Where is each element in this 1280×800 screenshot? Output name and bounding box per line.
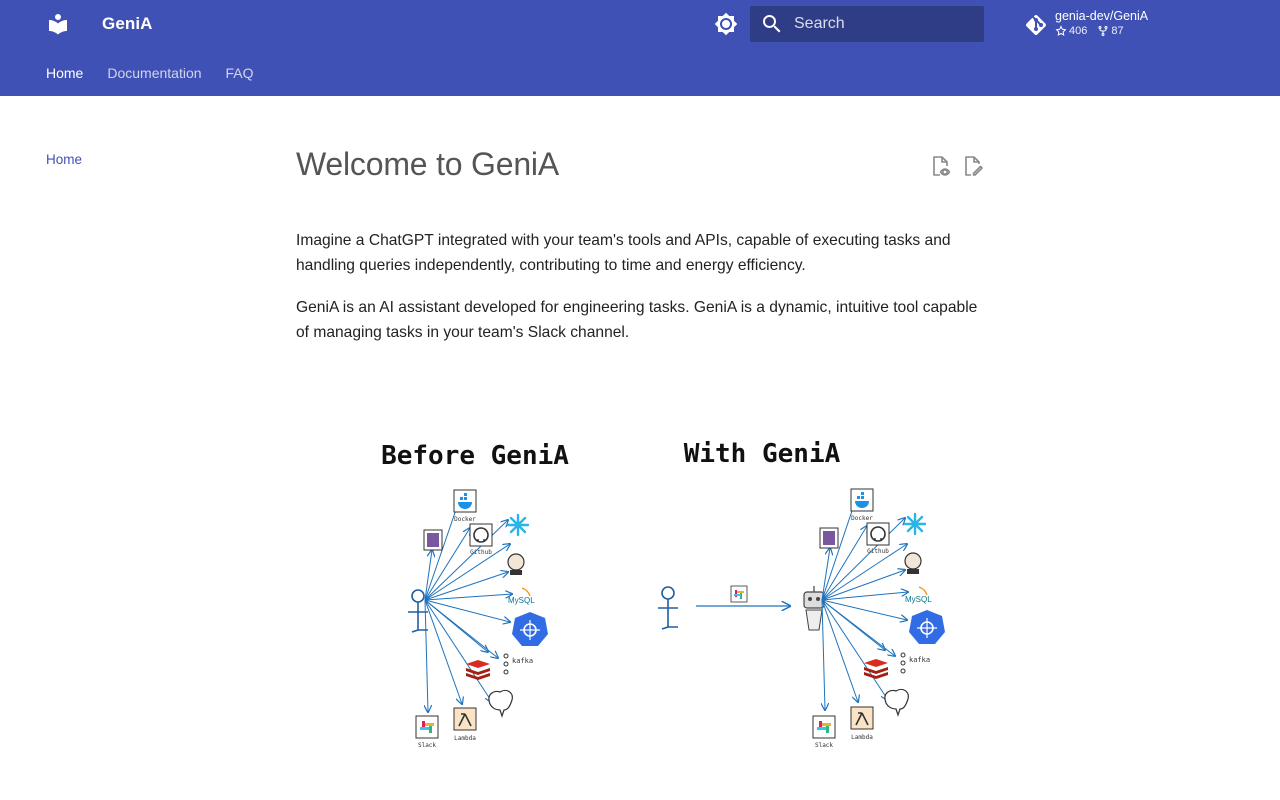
stars-count: 406 (1055, 25, 1087, 37)
forks-count: 87 (1097, 25, 1124, 37)
kafka-label-right: kafka (909, 656, 930, 664)
git-icon (1026, 15, 1046, 35)
search-icon (763, 15, 781, 33)
star-icon (1055, 25, 1067, 36)
forks-value: 87 (1111, 25, 1124, 37)
search-box[interactable] (750, 6, 984, 42)
with-title: With GeniA (684, 439, 841, 469)
slack-label-right: Slack (815, 742, 833, 749)
heroku-icon (423, 529, 443, 551)
book-logo-icon[interactable] (46, 12, 70, 36)
lambda-label: Lambda (454, 735, 476, 742)
docker-icon-right (850, 488, 874, 512)
lambda-label-right: Lambda (851, 734, 873, 741)
brightness-icon[interactable] (714, 12, 738, 36)
slack-icon-right (812, 715, 836, 739)
top-header: GeniA genia-dev/GeniA 406 87 Home Docume… (0, 0, 1280, 96)
slack-icon (415, 715, 439, 739)
search-input[interactable] (794, 6, 978, 42)
repo-link[interactable]: genia-dev/GeniA 406 87 (1024, 9, 1204, 41)
snowflake-icon-right (903, 512, 927, 536)
redis-icon (466, 660, 490, 680)
intro-paragraph-1: Imagine a ChatGPT integrated with your t… (296, 232, 951, 274)
slack-label: Slack (418, 742, 436, 749)
kafka-icon (503, 653, 509, 675)
edit-page-icon[interactable] (960, 154, 984, 178)
stars-value: 406 (1069, 25, 1088, 37)
lambda-icon (453, 707, 477, 731)
postgres-icon (488, 689, 513, 718)
tab-home[interactable]: Home (46, 65, 84, 81)
fork-icon (1098, 26, 1108, 36)
site-name[interactable]: GeniA (102, 14, 153, 33)
docker-label: Docker (454, 516, 476, 523)
person-figure-left (408, 589, 428, 633)
intro-paragraph-2: GeniA is an AI assistant developed for e… (296, 299, 978, 341)
heroku-icon-right (819, 527, 839, 549)
mysql-label: MySQL (508, 596, 535, 605)
jenkins-icon (507, 553, 525, 575)
page-title: Welcome to GeniA (296, 146, 559, 182)
tab-faq[interactable]: FAQ (225, 65, 254, 81)
view-source-icon[interactable] (928, 154, 952, 178)
jenkins-icon-right (904, 552, 922, 574)
github-label: Github (470, 549, 492, 556)
mysql-label-right: MySQL (905, 595, 932, 604)
top-tabs: Home Documentation FAQ (46, 65, 278, 81)
lambda-icon-right (850, 706, 874, 730)
kafka-icon-right (900, 652, 906, 674)
github-label-right: Github (867, 548, 889, 555)
docker-icon (453, 489, 477, 513)
kubernetes-icon (512, 612, 548, 646)
mysql-icon-right: MySQL (905, 586, 932, 604)
genia-robot-icon (803, 586, 825, 631)
kubernetes-icon-right (909, 610, 945, 644)
redis-icon-right (864, 659, 888, 679)
before-title: Before GeniA (381, 441, 569, 471)
github-icon (469, 523, 493, 547)
person-figure-right (658, 586, 678, 630)
repo-facts: 406 87 (1055, 25, 1134, 37)
tab-documentation[interactable]: Documentation (107, 65, 202, 81)
repo-name: genia-dev/GeniA (1055, 9, 1149, 23)
snowflake-icon (506, 513, 530, 537)
sidebar-item-home[interactable]: Home (46, 152, 83, 167)
slack-relay-icon (730, 585, 748, 603)
before-after-illustration: Before GeniA With GeniA Docker Github (381, 439, 945, 749)
postgres-icon-right (884, 688, 909, 717)
arrows-right (822, 496, 908, 710)
kafka-label: kafka (512, 657, 533, 665)
docker-label-right: Docker (851, 515, 873, 522)
arrows-left (425, 498, 512, 712)
github-icon-right (866, 522, 890, 546)
mysql-icon: MySQL (508, 587, 535, 605)
